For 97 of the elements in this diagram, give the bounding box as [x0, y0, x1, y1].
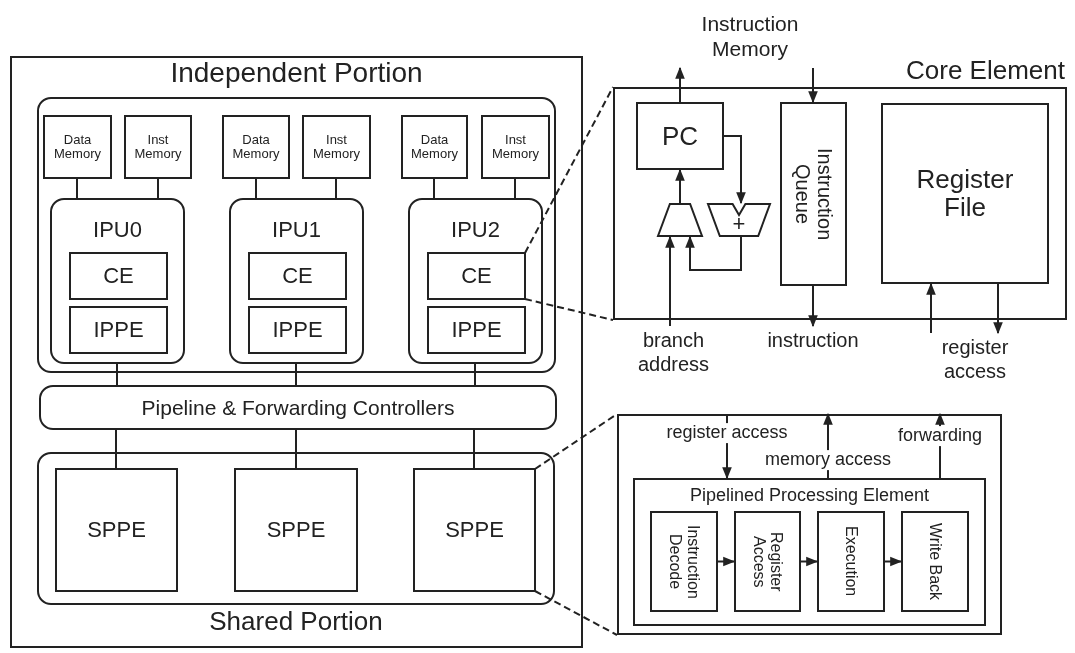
system-box [10, 56, 583, 648]
block-label: IPPE [93, 317, 144, 343]
block-label: IPPE [451, 317, 502, 343]
block-label: Data Memory [410, 132, 459, 162]
stage-block [734, 511, 801, 612]
processing-unit-box [229, 198, 364, 364]
connector-line [255, 178, 257, 199]
connector-line [295, 429, 297, 469]
processing-element-block [248, 306, 347, 354]
block-label: SPPE [445, 517, 504, 543]
connector-line [514, 178, 516, 199]
unit-group-box [37, 97, 556, 373]
edge-label: memory access [763, 450, 893, 470]
arrow [808, 285, 818, 328]
block-label: Execution [842, 526, 860, 597]
block-label: Inst Memory [491, 132, 540, 162]
stage-block [901, 511, 969, 612]
arrow [926, 282, 936, 334]
pipeline-box [633, 478, 986, 626]
adder-symbol [707, 203, 771, 237]
queue-block [780, 102, 847, 286]
signal-label: instruction [750, 326, 876, 354]
multiplexer-symbol [657, 203, 703, 237]
box-title: IPU1 [272, 218, 321, 243]
connector-line [433, 178, 435, 199]
pipeline-detail-box [617, 414, 1002, 635]
plus-sign: + [732, 212, 746, 237]
arrow [808, 67, 818, 104]
block-label: SPPE [87, 517, 146, 543]
arrow [665, 235, 675, 327]
connector-line [157, 178, 159, 199]
block-label: Inst Memory [312, 132, 361, 162]
connector-line [474, 363, 476, 386]
block-label: IPPE [272, 317, 323, 343]
box-title: Core Element [906, 56, 1065, 85]
box-title: Independent Portion [170, 58, 423, 89]
box-title: Pipelined Processing Element [689, 486, 930, 506]
signal-label: register access [922, 333, 1028, 385]
arrow [717, 556, 736, 567]
callout-line [534, 590, 618, 636]
block-label: Register Access [749, 530, 786, 594]
edge-label: register access [664, 423, 790, 443]
arrow [685, 235, 742, 271]
arrow [723, 135, 746, 205]
processing-unit-box [50, 198, 185, 364]
connector-line [295, 363, 297, 386]
edge-label: forwarding [896, 426, 984, 446]
block-label: Data Memory [231, 132, 281, 162]
block-label: Instruction Decode [666, 523, 702, 601]
box-title: IPU0 [93, 218, 142, 243]
block-label: PC [661, 121, 699, 151]
processing-element-block [69, 306, 168, 354]
memory-box [302, 115, 371, 179]
connector-line [116, 363, 118, 386]
box-title: Shared Portion [209, 607, 383, 636]
core-block [427, 252, 526, 300]
stage-block [817, 511, 885, 612]
block-label: Write Back [926, 522, 944, 601]
memory-box [124, 115, 192, 179]
signal-label: branch address [622, 326, 725, 378]
processing-element-block [55, 468, 178, 592]
memory-box [401, 115, 468, 179]
block-label: SPPE [266, 517, 326, 543]
processing-element-block [427, 306, 526, 354]
callout-line [524, 298, 614, 321]
block-label: Register File [915, 164, 1015, 223]
stage-block [650, 511, 718, 612]
block-label: Pipeline & Forwarding Controllers [141, 395, 455, 420]
block-label: CE [103, 263, 134, 289]
connector-line [473, 429, 475, 469]
processing-element-block [234, 468, 358, 592]
arrow [993, 283, 1003, 335]
block-label: Instruction Queue [791, 146, 836, 243]
block-label: Inst Memory [133, 132, 183, 162]
box-title: IPU2 [451, 218, 500, 243]
controller-bar [39, 385, 557, 430]
register-file-block [881, 103, 1049, 284]
processing-unit-box [408, 198, 543, 364]
block-label: CE [461, 263, 492, 289]
callout-line [524, 86, 614, 254]
connector-line [76, 178, 78, 199]
processing-element-block [413, 468, 536, 592]
register-block [636, 102, 724, 170]
memory-box [481, 115, 550, 179]
arrow [884, 556, 903, 567]
arrow [800, 556, 819, 567]
memory-box [222, 115, 290, 179]
arrow [675, 66, 685, 103]
connector-line [115, 429, 117, 469]
block-label: CE [282, 263, 313, 289]
arrow [675, 168, 685, 204]
connector-line [335, 178, 337, 199]
block-label: Data Memory [53, 132, 102, 162]
signal-label: Instruction Memory [676, 4, 824, 68]
core-block [248, 252, 347, 300]
memory-box [43, 115, 112, 179]
core-block [69, 252, 168, 300]
